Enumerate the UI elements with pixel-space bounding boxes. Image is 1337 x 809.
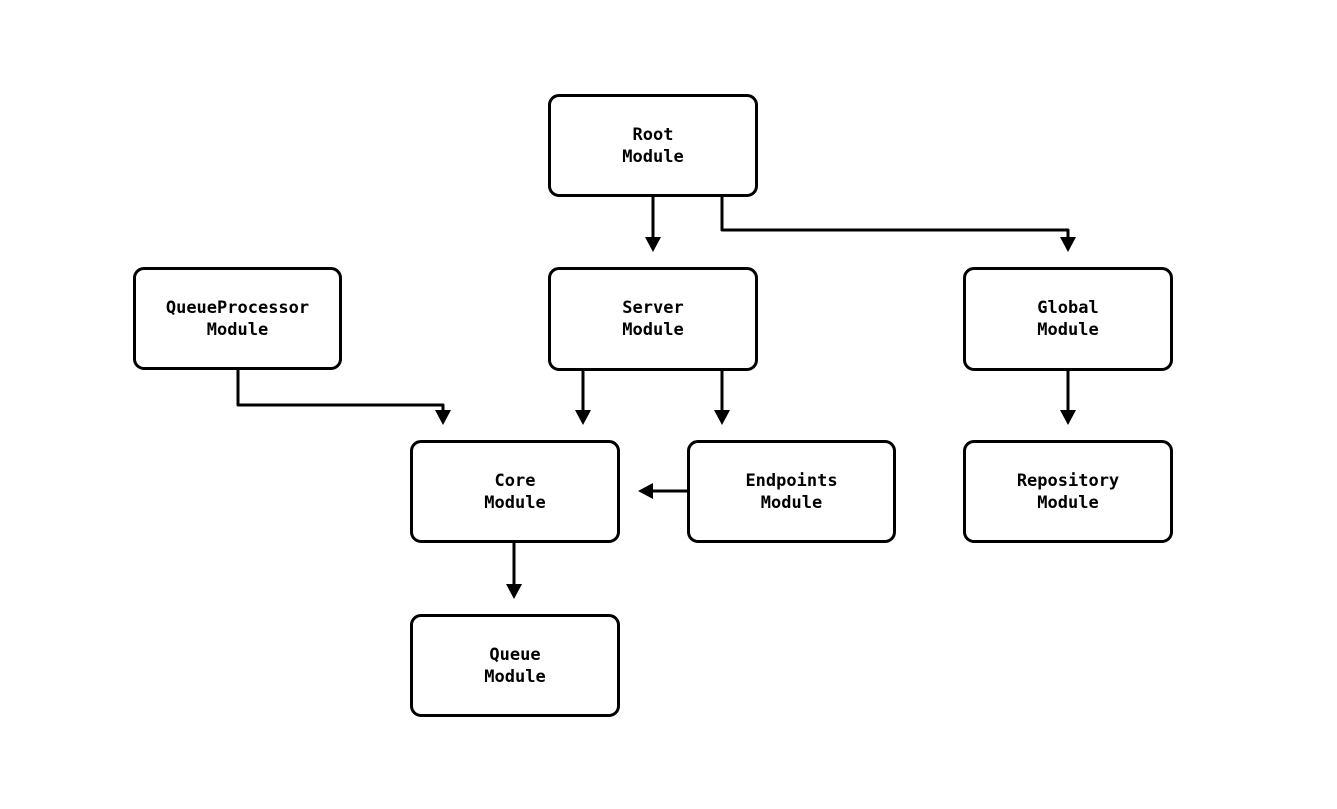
arrowhead-root-to-server — [645, 237, 661, 252]
node-root-label-line2: Module — [622, 146, 684, 167]
arrowhead-queueprocessor-to-core — [435, 410, 451, 425]
arrowhead-server-to-core — [575, 410, 591, 425]
node-global[interactable]: Global Module — [963, 267, 1173, 371]
node-core[interactable]: Core Module — [410, 440, 620, 543]
node-repository-label-line1: Repository — [1016, 470, 1120, 491]
node-root[interactable]: Root Module — [548, 94, 758, 197]
node-queueprocessor[interactable]: QueueProcessor Module — [133, 267, 342, 370]
node-queueprocessor-label-line1: QueueProcessor — [165, 297, 310, 318]
node-server-label-line1: Server — [622, 298, 684, 318]
arrowhead-endpoints-to-core — [638, 483, 653, 499]
node-endpoints-label-line1: Endpoints — [745, 470, 838, 491]
node-queue-label-line2: Module — [484, 666, 546, 687]
node-server[interactable]: Server Module — [548, 267, 758, 371]
node-repository-label-line2: Module — [1037, 492, 1099, 513]
node-repository[interactable]: Repository Module — [963, 440, 1173, 543]
arrowhead-global-to-repository — [1060, 410, 1076, 425]
arrowhead-core-to-queue — [506, 584, 522, 599]
node-server-label-line2: Module — [622, 320, 684, 340]
node-queue-label-line1: Queue — [489, 644, 541, 665]
node-global-label-line1: Global — [1037, 298, 1099, 318]
node-queueprocessor-label-line2: Module — [206, 319, 269, 340]
arrowhead-server-to-endpoints — [714, 410, 730, 425]
node-global-label-line2: Module — [1037, 320, 1099, 340]
node-endpoints-label-line2: Module — [760, 492, 823, 513]
node-core-label-line1: Core — [494, 470, 536, 491]
edge-root-to-global — [720, 197, 1070, 237]
node-core-label-line2: Module — [484, 492, 546, 513]
node-endpoints[interactable]: Endpoints Module — [687, 440, 896, 543]
node-root-label-line1: Root — [632, 124, 674, 145]
node-queue[interactable]: Queue Module — [410, 614, 620, 717]
edge-queueprocessor-to-core — [236, 370, 445, 410]
arrowhead-root-to-global — [1060, 237, 1076, 252]
